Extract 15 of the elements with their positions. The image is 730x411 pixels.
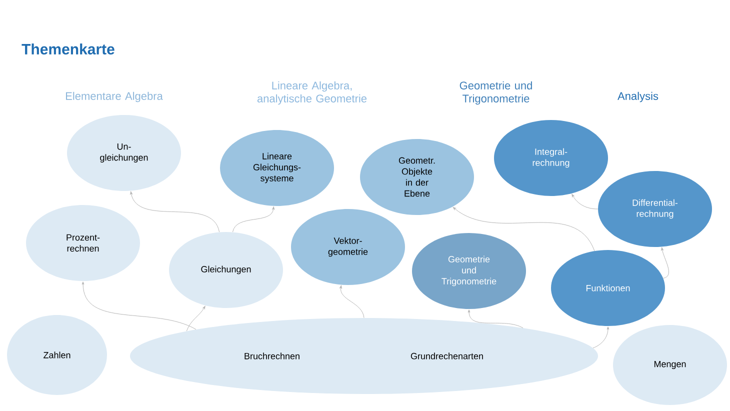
arrow: [592, 326, 610, 348]
section-heading: Lineare Algebra, analytische Geometrie: [257, 81, 367, 105]
section-heading: Analysis: [618, 92, 658, 102]
arrow: [661, 247, 669, 278]
arrow: [572, 194, 598, 210]
page-title: Themenkarte: [22, 43, 114, 54]
arrow: [468, 310, 524, 328]
section-heading: Elementare Algebra: [66, 92, 163, 102]
arrow: [452, 207, 595, 252]
arrow: [82, 282, 196, 330]
arrow: [186, 306, 206, 332]
section-heading: Geometrie und Trigonometrie: [460, 81, 532, 105]
arrow: [130, 191, 220, 232]
arrow: [340, 285, 364, 318]
arrow: [232, 206, 275, 232]
